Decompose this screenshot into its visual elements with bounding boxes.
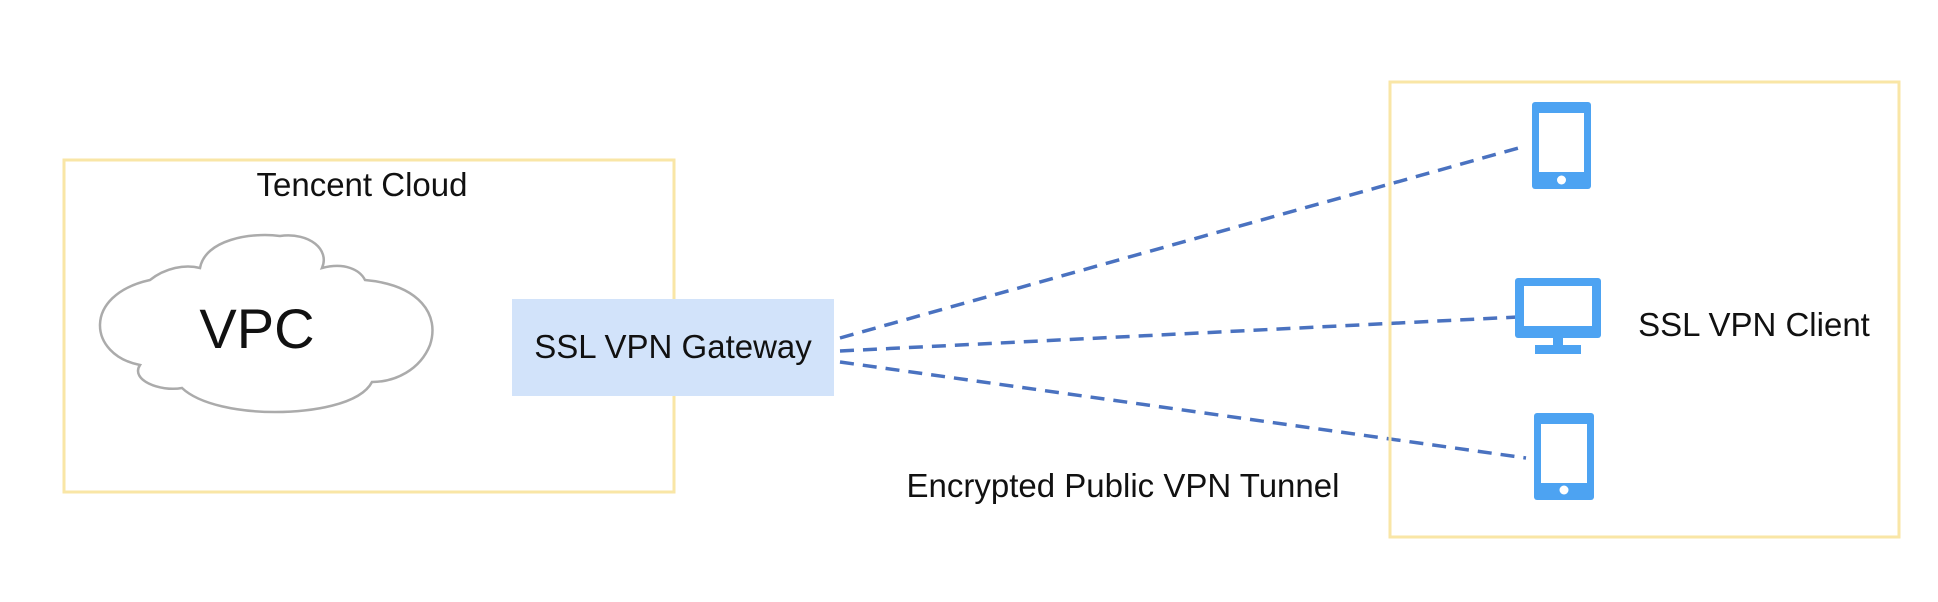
gateway-box xyxy=(512,299,834,396)
desktop-monitor-icon xyxy=(1515,278,1601,354)
ssl-vpn-client-label: SSL VPN Client xyxy=(1638,306,1870,343)
tunnel-line-bottom xyxy=(839,360,1527,460)
tunnel-label: Encrypted Public VPN Tunnel xyxy=(907,467,1340,504)
tencent-cloud-title: Tencent Cloud xyxy=(257,166,468,203)
ssl-vpn-client-group: SSL VPN Client xyxy=(1388,80,1901,539)
vpn-tunnel-lines xyxy=(839,145,1527,460)
vpc-cloud: VPC xyxy=(98,233,434,414)
cloud-icon xyxy=(98,233,434,414)
client-group-border xyxy=(1388,80,1901,539)
tablet-icon xyxy=(1532,102,1591,189)
ssl-vpn-gateway: SSL VPN Gateway xyxy=(512,299,834,396)
tunnel-line-middle xyxy=(839,315,1519,353)
tablet-icon xyxy=(1534,413,1594,500)
vpc-label: VPC xyxy=(199,297,314,360)
gateway-label: SSL VPN Gateway xyxy=(534,328,812,365)
tunnel-line-top xyxy=(839,145,1523,340)
